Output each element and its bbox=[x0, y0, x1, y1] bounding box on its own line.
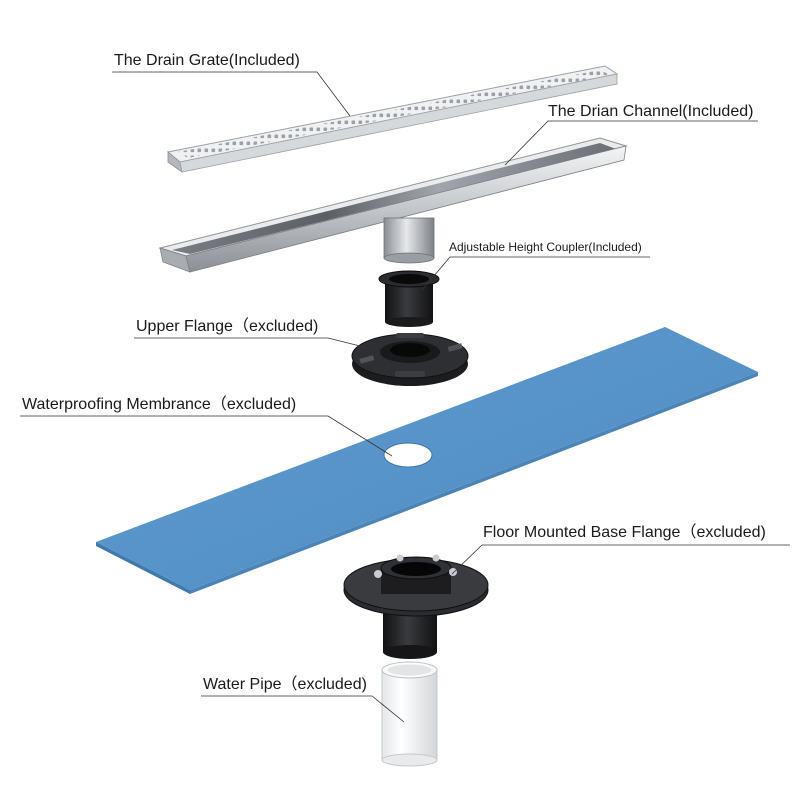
height-coupler bbox=[378, 270, 440, 327]
drain-grate bbox=[166, 65, 619, 173]
leader-base-flange bbox=[451, 544, 790, 575]
leader-lines bbox=[20, 71, 790, 723]
leader-grate bbox=[112, 71, 351, 117]
leader-membrane bbox=[20, 415, 393, 457]
water-pipe bbox=[381, 661, 438, 767]
leader-channel bbox=[504, 120, 758, 166]
label-upper-flange: Upper Flange（excluded) bbox=[136, 318, 319, 335]
drain-channel bbox=[158, 137, 628, 273]
upper-flange bbox=[351, 333, 469, 386]
floor-base-flange bbox=[343, 554, 489, 659]
label-floor-base-flange: Floor Mounted Base Flange（excluded) bbox=[483, 524, 766, 541]
leader-pipe bbox=[201, 695, 405, 723]
leader-upper-flange bbox=[134, 337, 377, 351]
label-height-coupler: Adjustable Height Coupler(Included) bbox=[449, 240, 642, 254]
leader-coupler bbox=[421, 256, 650, 291]
label-drain-grate: The Drain Grate(Included) bbox=[114, 52, 300, 69]
label-water-pipe: Water Pipe（excluded) bbox=[203, 676, 367, 693]
waterproofing-membrane bbox=[96, 327, 758, 594]
label-waterproofing-membrane: Waterproofing Membrance（excluded) bbox=[22, 396, 297, 413]
label-drain-channel: The Drian Channel(Included) bbox=[548, 103, 754, 120]
